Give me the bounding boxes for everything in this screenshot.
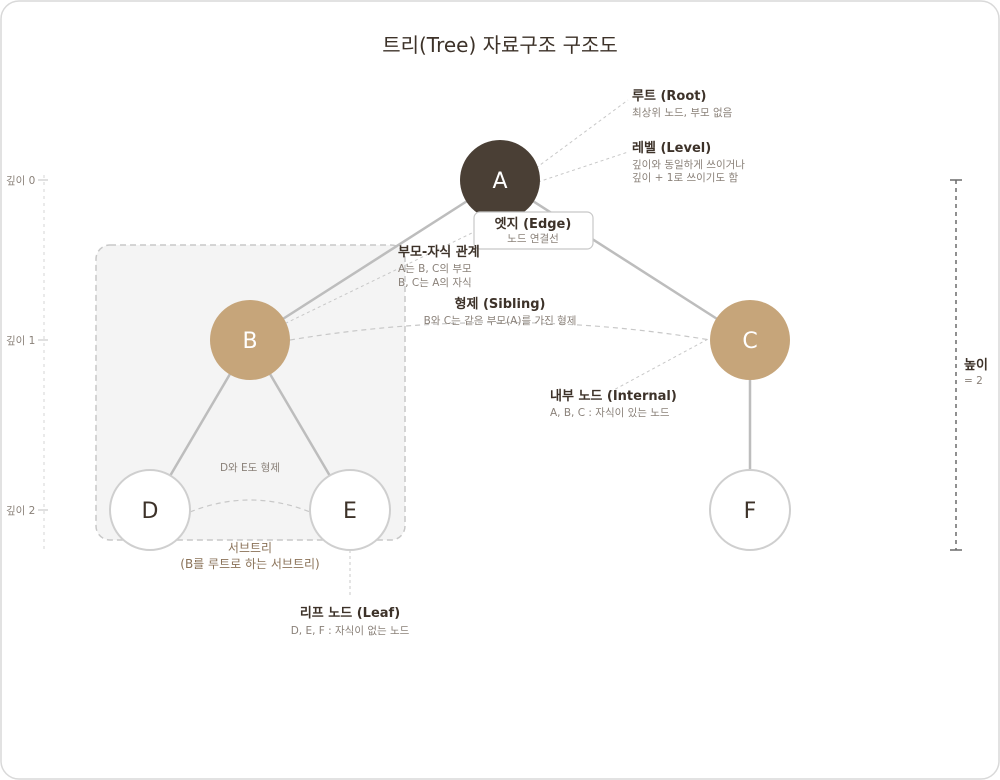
sibling-annotation-line: B와 C는 같은 부모(A)를 가진 형제 (424, 315, 577, 327)
node-group: A B C D E F (109, 140, 791, 551)
node-circle-F (709, 469, 791, 551)
root-annotation-title: 루트 (Root) (632, 89, 706, 104)
depth-label-2: 깊이 2 (6, 505, 35, 517)
sibling-arc-bc (289, 321, 711, 341)
node-D: D (109, 469, 191, 551)
sibling-annotation-title: 형제 (Sibling) (455, 296, 546, 312)
leaf-annotation-line: D, E, F : 자식이 없는 노드 (291, 624, 410, 637)
node-F: F (709, 469, 791, 551)
diagram-title: 트리(Tree) 자료구조 구조도 (382, 33, 618, 57)
edge-annotation-line: 노드 연결선 (507, 233, 559, 245)
edge-A-C (499, 178, 751, 342)
level-annotation-line-1: 깊이와 동일하게 쓰이거나 (632, 158, 745, 171)
parent-child-annotation-line-1: A는 B, C의 부모 (398, 263, 472, 275)
height-title: 높이 (964, 357, 988, 373)
node-A: A (460, 140, 540, 220)
subtree-caption-1: 서브트리 (228, 541, 272, 555)
height-value: = 2 (964, 375, 983, 387)
parent-child-annotation-line-2: B, C는 A의 자식 (398, 277, 472, 289)
sibling-arc-de (189, 499, 311, 513)
subtree-caption-2: (B를 루트로 하는 서브트리) (180, 557, 319, 571)
depth-label-1: 깊이 1 (6, 335, 35, 347)
root-annotation-line: 최상위 노드, 부모 없음 (632, 106, 733, 119)
level-annotation-line-2: 깊이 + 1로 쓰이기도 함 (632, 172, 738, 184)
node-label-F: F (744, 499, 757, 524)
node-label-A: A (492, 169, 507, 194)
parent-child-annotation-title: 부모-자식 관계 (398, 244, 480, 260)
node-circle-D (109, 469, 191, 551)
de-sibling-note: D와 E도 형제 (220, 462, 280, 474)
internal-annotation-line: A, B, C : 자식이 있는 노드 (550, 407, 670, 419)
leader-internal (609, 337, 711, 393)
node-label-E: E (343, 499, 357, 524)
node-B: B (210, 300, 290, 380)
leaf-annotation-title: 리프 노드 (Leaf) (300, 605, 400, 621)
node-circle-A (460, 140, 540, 220)
leader-root (535, 99, 629, 169)
leader-level (537, 151, 629, 183)
edge-annotation-title: 엣지 (Edge) (495, 216, 572, 232)
node-circle-B (210, 300, 290, 380)
internal-annotation-title: 내부 노드 (Internal) (550, 388, 677, 404)
edge-A-B (249, 178, 501, 342)
node-label-B: B (242, 329, 257, 354)
node-C: C (710, 300, 790, 380)
node-label-C: C (742, 329, 757, 354)
level-annotation-title: 레벨 (Level) (632, 141, 711, 156)
node-label-D: D (142, 499, 159, 524)
edge-annotation-box (473, 211, 594, 250)
node-circle-C (710, 300, 790, 380)
subtree-box (95, 244, 406, 541)
node-circle-E (309, 469, 391, 551)
node-E: E (309, 469, 391, 551)
depth-label-0: 깊이 0 (6, 175, 35, 187)
